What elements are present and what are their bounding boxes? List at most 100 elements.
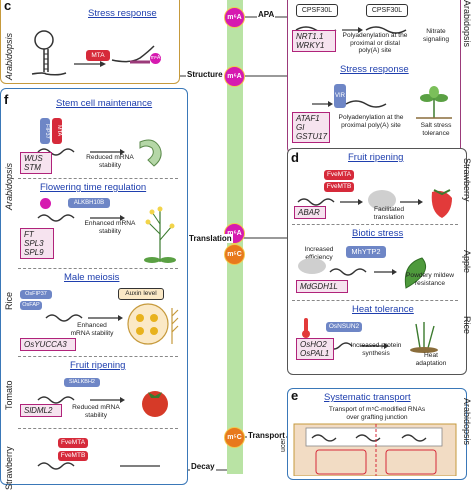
panel-d-side-rice: Rice (462, 316, 472, 335)
panel-c-enzyme-mta: MTA (86, 50, 110, 61)
meiosis-title: Male meiosis (64, 272, 120, 283)
meiosis-text: Enhanced mRNA stability (70, 322, 114, 337)
tomato-title: Fruit ripening (70, 360, 126, 371)
panel-apa-text-2: Polyadenylation at the proximal poly(A) … (338, 114, 404, 129)
panel-e-side-label: Arabidopsis (462, 398, 472, 446)
axis-node-translation-m5c: m⁵C (224, 244, 245, 265)
tomato-rna-icon (37, 391, 168, 417)
panel-f-letter: f (4, 92, 9, 107)
fruit-text: Facilitated translation (373, 206, 405, 221)
flower-enzyme-alkbh10b: ALKBH10B (68, 198, 110, 208)
biotic-enzyme-mhytp2: MhYTP2 (346, 246, 386, 258)
heat-title: Heat tolerance (352, 304, 414, 315)
gene-ft: FT (24, 230, 34, 239)
panel-d-side-apple: Apple (462, 250, 472, 274)
panel-f-side-tomato: Tomato (4, 380, 14, 410)
panel-apa-enzyme-cpsf30l-b: CPSF30L (366, 4, 408, 17)
flower-text: Enhanced mRNA stability (84, 220, 136, 235)
flower-m6a-mark (40, 198, 51, 209)
tomato-text: Reduced mRNA stability (72, 404, 120, 419)
gene-spl9: SPL9 (24, 248, 44, 257)
meiosis-gene: OsYUCCA3 (20, 338, 76, 351)
axis-node-transport: m⁵C (224, 427, 245, 448)
panel-c-side-label: Arabidopsis (4, 32, 14, 80)
tomato-enzyme-slalkbh2: SlALKBH2 (64, 378, 100, 387)
axis-node-structure: m⁶A (224, 66, 245, 87)
panel-apa-result: Nitrate signaling (422, 28, 450, 43)
panel-c-m6a-mark: m⁶A (150, 53, 161, 64)
gene-spl3: SPL3 (24, 239, 44, 248)
biotic-text-b: Powdery mildew resistance (406, 272, 455, 287)
panel-apa-result-2: Salt stress tolerance (420, 122, 452, 137)
flower-genes: FT SPL3 SPL9 (20, 228, 54, 259)
gene-ospal1: OsPAL1 (300, 349, 330, 358)
strawberry-enzyme-fvemtb: FveMTB (58, 451, 88, 461)
panel-c (0, 0, 180, 84)
heat-genes: OsHO2 OsPAL1 (296, 338, 334, 360)
gene-stm: STM (24, 163, 41, 172)
meiosis-rna-icon (45, 303, 179, 345)
panel-c-letter: c (4, 0, 12, 13)
strawberry-enzyme-fvemta: FveMTA (58, 438, 88, 448)
panel-c-title: Stress response (88, 8, 157, 19)
gene-osho2: OsHO2 (300, 340, 327, 349)
biotic-text-a: Increased efficiency (304, 246, 334, 261)
biotic-gene: MdGDH1L (296, 280, 348, 293)
panel-d-divider-2 (292, 300, 458, 301)
meiosis-enzyme-osfap: OsFAP (20, 301, 42, 310)
axis-label-transport: Transport (247, 431, 286, 440)
fruit-enzyme-fvemta: FveMTA (324, 170, 354, 180)
panel-d-side-strawberry: Strawberry (462, 158, 472, 202)
biotic-title: Biotic stress (352, 228, 404, 239)
gene-wrky1: WRKY1 (296, 41, 325, 50)
axis-label-translation: Translation (188, 234, 233, 243)
flower-rna-icon (37, 206, 176, 263)
axis-label-decay: Decay (190, 462, 216, 471)
fruit-title: Fruit ripening (348, 152, 404, 163)
panel-e-text: Transport of m⁵C-modified RNAs over graf… (328, 406, 426, 421)
panel-f-divider-2 (18, 268, 178, 269)
grafting-junction-icon (293, 423, 457, 476)
panel-e-fragment: ucer (280, 438, 287, 452)
fruit-gene: ABAR (294, 206, 326, 219)
panel-apa-genes-2: ATAF1 GI GSTU17 (292, 112, 330, 143)
panel-f-side-arabidopsis: Arabidopsis (4, 162, 14, 210)
panel-f-side-strawberry: Strawberry (4, 446, 14, 490)
axis-label-apa: APA (257, 10, 276, 19)
panel-e-letter: e (291, 388, 299, 403)
panel-apa-enzyme-cpsf30l-a: CPSF30L (296, 4, 338, 17)
panel-f-divider-3 (18, 356, 178, 357)
hairpin-rna-icon (31, 30, 155, 76)
panel-apa-genes: NRT1.1 WRKY1 (292, 30, 336, 52)
panel-apa-side-label: Arabidopsis (462, 0, 472, 48)
panel-apa-title: Stress response (340, 64, 409, 75)
meiosis-enzyme-osfip37: OsFIP37 (20, 290, 52, 299)
gene-gstu17: GSTU17 (296, 132, 328, 141)
axis-node-apa: m⁶A (224, 7, 245, 28)
strawberry-rna-icon (37, 462, 160, 470)
panel-d-letter: d (291, 150, 299, 165)
fruit-enzyme-fvemtb: FveMTB (324, 182, 354, 192)
panel-f-side-rice: Rice (4, 291, 14, 310)
axis-label-structure: Structure (186, 70, 224, 79)
gene-ataf1: ATAF1 (296, 114, 320, 123)
stem-enzyme-mta: MTA (52, 118, 62, 144)
stem-rna-icon (37, 139, 162, 167)
gene-nrt1: NRT1.1 (296, 32, 324, 41)
fruit-rna-icon (297, 189, 452, 218)
gene-wus: WUS (24, 154, 43, 163)
tomato-gene: SlDML2 (20, 404, 62, 417)
panel-apa-rna-icon-2 (312, 100, 387, 108)
salt-plant-icon (416, 86, 452, 119)
panel-f-divider-1 (18, 178, 178, 179)
panel-e-title: Systematic transport (324, 392, 411, 403)
panel-d-divider-1 (292, 224, 458, 225)
stem-text: Reduced mRNA stability (86, 154, 134, 169)
heat-result: Heat adaptation (415, 352, 447, 367)
stem-title: Stem cell maintenance (56, 98, 153, 109)
biotic-leaf-icon (298, 257, 426, 289)
stem-enzyme-fip37: FIP37 (40, 118, 50, 144)
heat-text: Increased protein synthesis (350, 342, 402, 357)
panel-f-divider-4 (18, 428, 178, 429)
gene-gi: GI (296, 123, 305, 132)
